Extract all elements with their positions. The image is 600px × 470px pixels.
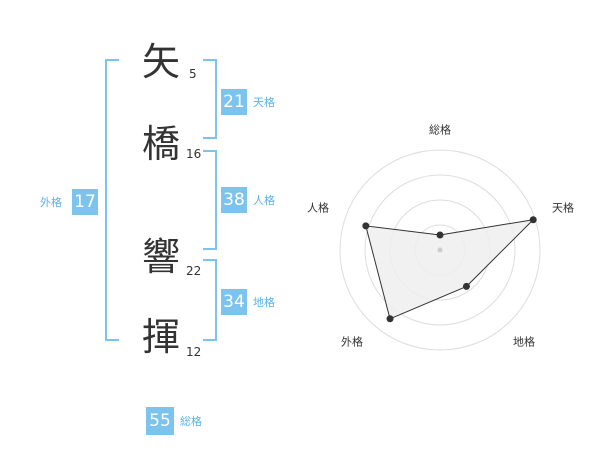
- name-char-1: 矢: [142, 40, 181, 84]
- radar-label-gaikaku: 外格: [341, 335, 363, 349]
- tenkaku-bracket: [203, 59, 217, 139]
- soukaku-score-badge: 55: [146, 407, 174, 435]
- radar-label-soukaku: 総格: [429, 123, 451, 137]
- chikaku-label: 地格: [253, 296, 275, 309]
- radar-ring-3: [364, 174, 516, 326]
- name-char-3: 響: [142, 235, 181, 279]
- name-char-4: 揮: [142, 315, 181, 359]
- soukaku-label: 総格: [180, 415, 202, 428]
- stroke-count-3: 22: [186, 264, 202, 278]
- radar-points: [362, 216, 537, 323]
- radar-center-dot: [437, 247, 443, 253]
- radar-point-5: [362, 222, 370, 230]
- gaikaku-label: 外格: [40, 196, 62, 209]
- stroke-count-4: 12: [186, 345, 202, 359]
- radar-point-1: [436, 231, 444, 239]
- tenkaku-label: 天格: [253, 96, 275, 109]
- chikaku-score-badge: 34: [221, 289, 247, 315]
- radar-point-2: [529, 216, 537, 224]
- jinkaku-score-badge: 38: [221, 187, 247, 213]
- radar-ring-4: [339, 149, 541, 351]
- tenkaku-score-badge: 21: [221, 89, 247, 115]
- radar-point-3: [462, 282, 470, 290]
- stroke-count-2: 16: [186, 147, 202, 161]
- radar-point-4: [386, 315, 394, 323]
- jinkaku-label: 人格: [253, 194, 275, 207]
- radar-label-jinkaku: 人格: [307, 201, 329, 215]
- radar-area: [365, 218, 535, 320]
- jinkaku-bracket: [203, 150, 217, 250]
- radar-label-tenkaku: 天格: [552, 201, 574, 215]
- name-char-2: 橋: [142, 122, 181, 166]
- gaikaku-score-badge: 17: [72, 189, 98, 215]
- stroke-count-1: 5: [189, 67, 197, 81]
- radar-label-chikaku: 地格: [513, 335, 535, 349]
- chikaku-bracket: [203, 259, 217, 341]
- gaikaku-bracket: [105, 59, 119, 341]
